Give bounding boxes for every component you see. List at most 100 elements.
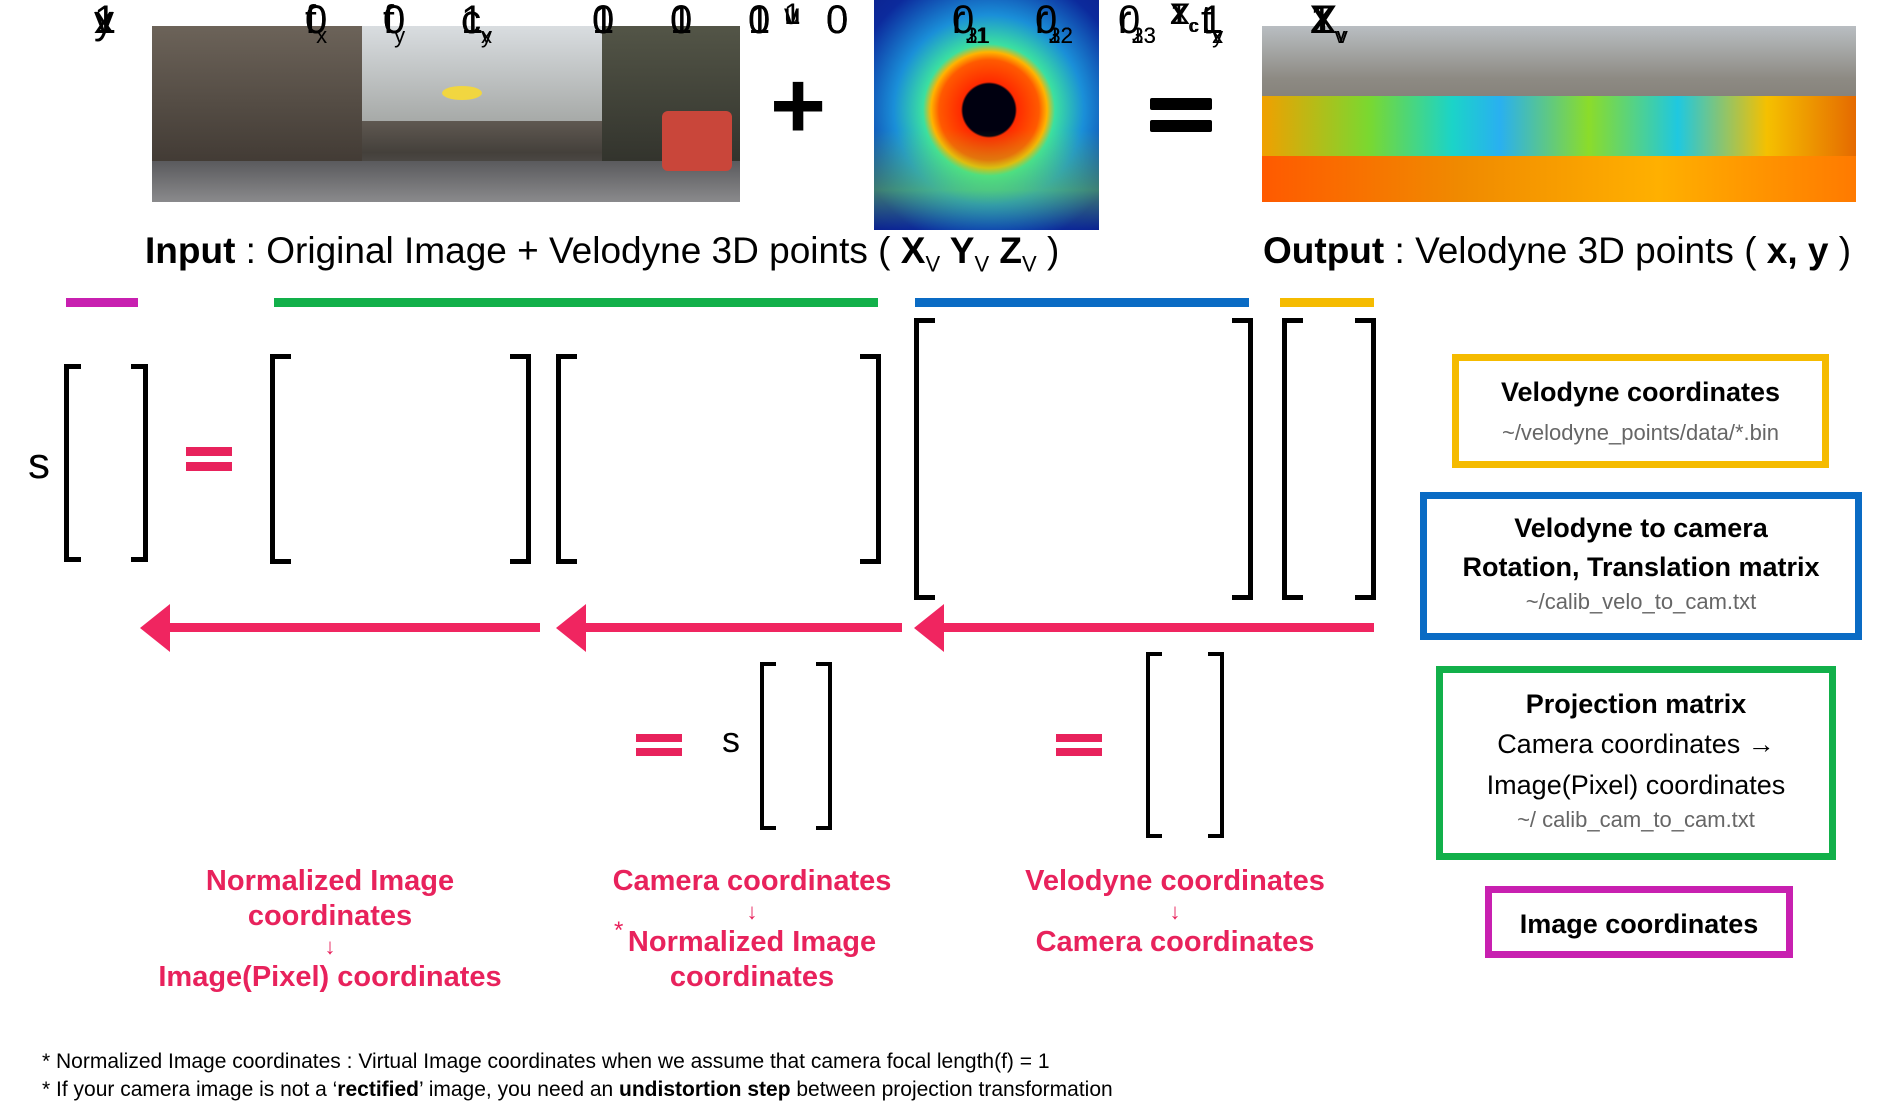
velo-symbol-2: Z [1310,0,1335,42]
desc-middle-arrow-icon: ↓ [746,898,758,924]
legend-projection-line1: Camera coordinates → [1497,729,1775,760]
velo-bracket-left [1282,318,1303,600]
velo-cell-2: Zv [1310,0,1345,47]
projection-cell-5: 1 [670,0,693,42]
legend-velo-to-cam: Velodyne to camera Rotation, Translation… [1420,492,1862,640]
desc-right-from: Velodyne coordinates [1025,865,1325,897]
uv-cell-1: v [784,0,799,31]
footnote-1: * Normalized Image coordinates : Virtual… [42,1050,1050,1073]
intrinsic-bracket-left [270,354,291,564]
intrinsic-symbol-8: 1 [461,0,484,42]
intrinsic-cell-1: 0 [383,0,405,40]
legend-velodyne-path: ~/velodyne_points/data/*.bin [1501,420,1780,446]
desc-left-arrow-icon: ↓ [324,933,336,959]
cam-symbol-0: X [1170,0,1191,31]
legend-image: Image coordinates [1485,886,1793,958]
extrinsic-cell-15: 1 [1201,0,1223,40]
extrinsic-cell-11: tz [1201,0,1223,47]
extrinsic-symbol-1: r [1035,0,1049,42]
extrinsic-sub-2: 13 [1131,23,1156,48]
magenta-bar [66,298,138,307]
extrinsic-sub-1: 12 [1048,23,1073,48]
extrinsic-sub-3: x [1212,23,1224,48]
extrinsic-symbol-11: t [1201,0,1213,42]
intrinsic-cell-8: 1 [461,0,483,40]
legend-velo-to-cam-title1: Velodyne to camera [1514,513,1768,543]
intrinsic-cell-0: fx [305,0,327,47]
scale-s-2: s [722,719,740,760]
lhs-cell-0: x [94,0,114,42]
cam-symbol-2: Z [1170,0,1189,31]
plus-sign: + [770,52,827,159]
extrinsic-symbol-15: 1 [1201,0,1224,42]
extrinsic-cell-0: r11 [952,0,988,47]
desc-right: Velodyne coordinates ↓ Camera coordinate… [1000,864,1350,960]
yv-symbol: Y [949,230,975,271]
cam-bracket-left [1146,652,1162,838]
extrinsic-cell-3: tx [1201,0,1223,47]
projection-cell-6: 0 [748,0,771,42]
intrinsic-symbol-1: 0 [383,0,406,42]
cam-bracket-right [1208,652,1224,838]
extrinsic-cell-12: 0 [952,0,974,40]
output-label: Output [1263,230,1385,271]
legend-projection-line2: Image(Pixel) coordinates [1486,769,1786,800]
extrinsic-sub-9: 32 [1048,23,1073,48]
extrinsic-sub-0: 11 [965,23,989,48]
velo-cell-0: Xv [1310,0,1348,47]
extrinsic-cell-13: 0 [1035,0,1057,40]
projection-cell-7: 0 [826,0,849,42]
output-text: : Velodyne 3D points ( [1384,230,1767,271]
intrinsic-sub-5: y [481,23,492,48]
intrinsic-sub-0: x [316,23,328,48]
legend-velo-to-cam-path: ~/calib_velo_to_cam.txt [1525,589,1757,615]
cam-cell-3: 1 [1170,0,1187,30]
desc-left-from: Normalized Image coordinates [205,865,455,932]
cam-symbol-1: Y [1170,0,1191,31]
uv-bracket-right [816,662,832,830]
input-close: ) [1036,230,1060,271]
footnote-2-rectified: rectified [337,1078,419,1101]
legend-projection-path: ~/ calib_cam_to_cam.txt [1517,807,1755,833]
intrinsic-cell-3: 0 [305,0,327,40]
uv-bracket-left [760,662,776,830]
projection-cell-10: 1 [748,0,771,42]
projection-bracket-right [860,354,881,564]
extrinsic-symbol-12: 0 [952,0,975,42]
extrinsic-symbol-3: t [1201,0,1213,42]
cam-sub-1: c [1190,16,1200,36]
intrinsic-symbol-3: 0 [305,0,328,42]
projection-cell-8: 0 [592,0,615,42]
extrinsic-symbol-4: r [952,0,966,42]
velo-sub-2: v [1334,23,1346,48]
cam-cell-1: Yc [1170,0,1199,35]
legend-velodyne: Velodyne coordinates ~/velodyne_points/d… [1452,354,1829,468]
extrinsic-cell-1: r12 [1035,0,1073,47]
legend-projection: Projection matrix Camera coordinates → I… [1436,666,1836,860]
extrinsic-bracket-right [1232,318,1253,600]
uv-cell-0: u [784,0,801,31]
extrinsic-symbol-14: 0 [1118,0,1141,42]
intrinsic-sub-4: y [394,23,406,48]
extrinsic-symbol-9: r [1035,0,1049,42]
extrinsic-cell-14: 0 [1118,0,1140,40]
desc-left: Normalized Image coordinates ↓ Image(Pix… [130,864,530,995]
equals-sign-top [1150,98,1212,132]
desc-middle-from: Camera coordinates [612,865,892,897]
extrinsic-cell-9: r32 [1035,0,1073,47]
desc-right-to: Camera coordinates [1035,926,1315,959]
intrinsic-cell-5: cy [461,0,492,47]
projection-bracket-left [556,354,577,564]
projection-cell-0: 1 [592,0,615,42]
output-caption: Output : Velodyne 3D points ( x, y ) [1263,230,1851,272]
cam-cell-2: Zc [1170,0,1197,35]
velo-symbol-0: X [1310,0,1337,42]
input-caption: Input : Original Image + Velodyne 3D poi… [145,230,1059,277]
xv-sub: V [925,251,941,277]
extrinsic-symbol-8: r [952,0,966,42]
extrinsic-cell-6: r23 [1118,0,1156,47]
output-xy: x, y [1766,230,1829,271]
intrinsic-symbol-0: f [305,0,317,42]
extrinsic-cell-10: r33 [1118,0,1156,47]
velo-sub-1: v [1336,23,1348,48]
